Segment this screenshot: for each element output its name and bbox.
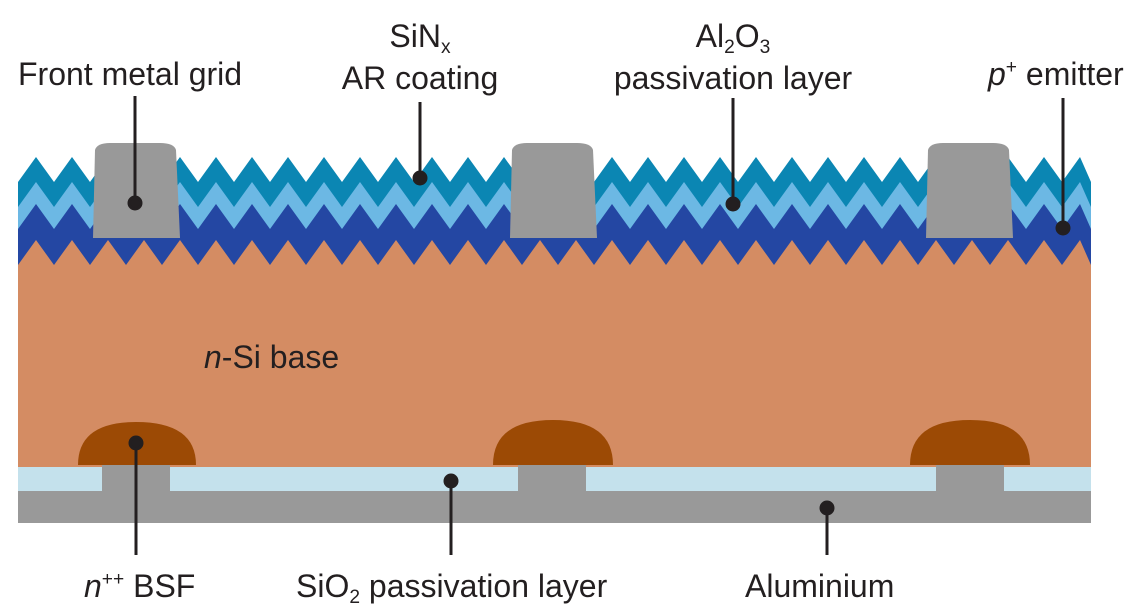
n-si-base-label: n-Si base — [204, 339, 339, 375]
leader-dot — [725, 196, 741, 212]
leader-dot — [412, 170, 428, 186]
n-bsf-label: n++ BSF — [84, 568, 195, 604]
p-emitter-label: p+ emitter — [988, 56, 1124, 92]
sio2-rest: passivation layer — [360, 568, 608, 604]
ar-coating-label: AR coating — [320, 60, 520, 96]
passivation-layer-top-text: passivation layer — [613, 60, 853, 96]
front-metal-finger — [510, 143, 597, 238]
p-italic: p — [988, 56, 1006, 92]
sinx-label: SiNx — [330, 18, 510, 57]
sinx-text: SiN — [389, 18, 441, 54]
front-metal-finger — [926, 143, 1013, 238]
leader-dot — [819, 500, 835, 516]
front-metal-grid-text: Front metal grid — [18, 56, 243, 92]
passivation-layer-top-label: passivation layer — [603, 60, 863, 96]
n-si-base-top — [18, 240, 1091, 300]
n-bsf-region — [493, 420, 613, 465]
ar-coating-text: AR coating — [341, 60, 499, 96]
sio2-subscript: 2 — [349, 587, 361, 608]
leader-dot — [1055, 220, 1071, 236]
n-si-italic: n — [204, 339, 222, 375]
n-bsf-superscript: ++ — [101, 569, 125, 590]
leader-dot — [128, 435, 144, 451]
o-subscript: 3 — [759, 37, 771, 58]
al2o3-label: Al2O3 — [633, 18, 833, 57]
n-bsf-italic: n — [84, 568, 102, 604]
sinx-subscript: x — [440, 37, 451, 58]
o-text: O — [734, 18, 760, 54]
emitter-text: emitter — [1017, 56, 1124, 92]
al-text: Al — [695, 18, 725, 54]
sio2-label: SiO2 passivation layer — [296, 568, 608, 607]
aluminium-text: Aluminium — [745, 568, 895, 604]
al-subscript: 2 — [724, 37, 735, 58]
leader-dot — [443, 473, 459, 489]
leader-dot — [127, 195, 143, 211]
rear-contact — [518, 465, 586, 523]
p-superscript: + — [1005, 57, 1018, 78]
rear-contact — [936, 465, 1004, 523]
sio-text: SiO — [296, 568, 350, 604]
aluminium-label: Aluminium — [745, 568, 894, 604]
front-metal-grid-label: Front metal grid — [18, 56, 242, 92]
n-si-rest: -Si base — [221, 339, 340, 375]
n-bsf-rest: BSF — [124, 568, 196, 604]
n-bsf-region — [910, 420, 1030, 465]
